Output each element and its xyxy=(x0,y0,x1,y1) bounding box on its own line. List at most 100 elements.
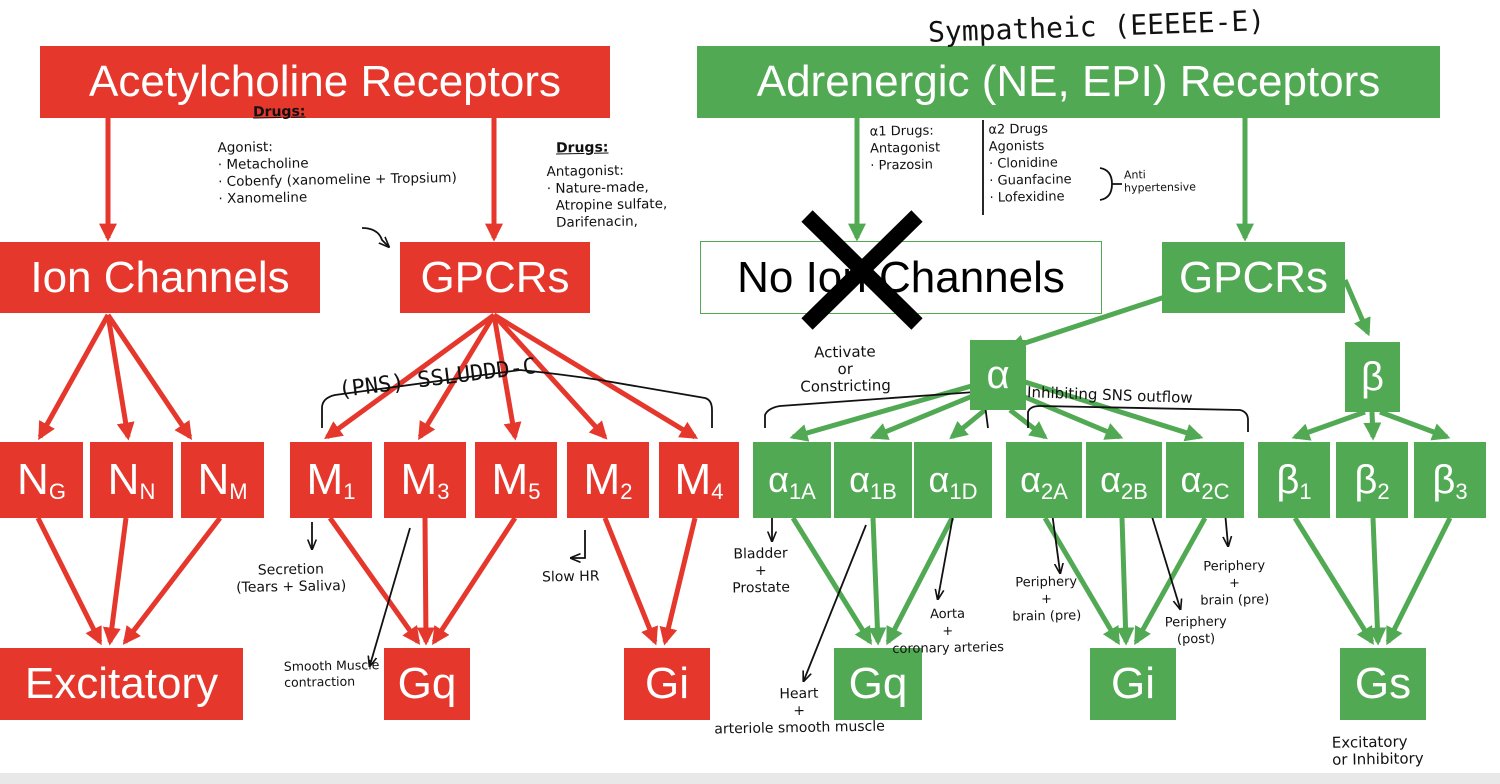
arrow-m1-to-gq xyxy=(327,516,421,645)
adr-noion-box: No Ion Channels xyxy=(700,241,1102,314)
slow-hr-note: Slow HR xyxy=(541,568,600,586)
secretion-note: Secretion (Tears + Saliva) xyxy=(236,561,347,596)
b3-main: β xyxy=(1432,457,1456,502)
arrow-a2a-to-gi xyxy=(1042,516,1121,646)
adr-gq-label: Gq xyxy=(848,659,908,708)
nm-sub: M xyxy=(229,479,248,504)
beta-box: β xyxy=(1345,342,1400,412)
a2b-main: α xyxy=(1100,459,1121,500)
ach-ion-box: Ion Channels xyxy=(0,242,320,313)
adr-arrows xyxy=(789,118,1453,646)
aorta-note: Aorta + coronary arteries xyxy=(892,606,1005,657)
ach-title-box: Acetylcholine Receptors xyxy=(40,46,610,118)
arrow-ion-to-nn xyxy=(105,314,135,441)
arrow-beta-to-b3 xyxy=(1379,409,1451,441)
nm-main: N xyxy=(197,455,230,504)
adr-title-box: Adrenergic (NE, EPI) Receptors xyxy=(697,46,1440,118)
m3-sub: 3 xyxy=(437,479,450,504)
m4-sub: 4 xyxy=(711,479,724,504)
bottom-scroll-strip xyxy=(0,773,1500,784)
a1d-sub: 1D xyxy=(949,479,978,504)
arrow-beta-to-b1 xyxy=(1291,409,1366,441)
arrow-a1b-to-gq xyxy=(868,517,887,646)
a2c-main: α xyxy=(1180,459,1202,500)
adr-gi-box: Gi xyxy=(1090,648,1176,720)
alpha-label: α xyxy=(986,352,1010,397)
ach-gi-box: Gi xyxy=(624,648,710,720)
heart-note: Heart + arteriole smooth muscle xyxy=(714,685,885,738)
alpha-box: α xyxy=(970,340,1026,410)
agonist-pointer xyxy=(361,227,388,246)
arrow-gpcr-to-m5 xyxy=(491,314,522,441)
adr-gpcr-box: GPCRs xyxy=(1162,242,1345,313)
arrow-m2-to-gi xyxy=(602,517,658,646)
antihypertensive-note: Anti hypertensive xyxy=(1123,168,1197,195)
antagonist-note: Antagonist: · Nature-made, Atropine sulf… xyxy=(546,162,668,232)
drugs-heading-2: Drugs: xyxy=(555,139,609,157)
adr-gi-label: Gi xyxy=(1111,659,1155,708)
arrow-ion-to-nm xyxy=(105,313,193,440)
adr-title: Adrenergic (NE, EPI) Receptors xyxy=(756,57,1381,106)
arrow-a1a-to-gq xyxy=(790,516,873,646)
periphery-post-note: Periphery (post) xyxy=(1164,614,1227,648)
arrow-ion-to-ng xyxy=(37,313,111,441)
m3-main: M xyxy=(400,455,438,504)
activate-note: Activate or Constricting xyxy=(800,342,891,396)
b1-sub: 1 xyxy=(1299,479,1312,504)
a1b-sub: 1B xyxy=(869,479,897,504)
adr-gs-label: Gs xyxy=(1354,659,1412,708)
arrow-gpcr-to-m4 xyxy=(492,312,699,440)
arrow-alpha-to-a2c xyxy=(1024,379,1204,442)
excitatory-label: Excitatory xyxy=(24,659,219,708)
hand-annotations xyxy=(312,120,1249,680)
a2b-pointer xyxy=(1149,509,1180,608)
a1a-main: α xyxy=(768,459,789,500)
m2-main: M xyxy=(583,455,621,504)
a2a-main: α xyxy=(1020,459,1041,500)
cross-out-icon xyxy=(801,210,923,330)
antihyper-brace xyxy=(1099,167,1122,201)
agonist-note: Agonist: · Metacholine · Cobenfy (xanome… xyxy=(217,139,457,208)
arrow-nn-to-excit xyxy=(102,517,129,646)
ach-gq-box: Gq xyxy=(384,648,470,720)
arrow-gpcr-to-alpha xyxy=(1006,294,1166,353)
arrow-alpha-to-a1b xyxy=(869,392,976,440)
a1d-main: α xyxy=(928,459,950,500)
b2-main: β xyxy=(1354,457,1378,502)
ng-main: N xyxy=(17,455,49,504)
arrow-a1d-to-gq xyxy=(885,516,955,646)
arrow-alpha-to-a1d xyxy=(949,408,987,440)
arrow-gpcr-to-m1 xyxy=(324,312,496,440)
adr-noion-label: No Ion Channels xyxy=(737,252,1065,302)
b3-sub: 3 xyxy=(1455,479,1468,504)
a2a-sub: 2A xyxy=(1040,479,1068,504)
adr-gq-box: Gq xyxy=(834,648,922,720)
periphery-pre-note: Periphery + brain (pre) xyxy=(1012,574,1082,625)
nn-sub: N xyxy=(139,479,156,504)
arrow-m4-to-gi xyxy=(659,517,698,646)
beta-label: β xyxy=(1360,354,1384,399)
m5-main: M xyxy=(491,455,529,504)
m3-pointer xyxy=(370,527,411,665)
smooth-muscle-note: Smooth Muscle contraction xyxy=(283,657,380,690)
a1-drugs-note: α1 Drugs: Antagonist · Prazosin xyxy=(869,123,941,174)
ng-sub: G xyxy=(48,479,66,504)
ach-arrows xyxy=(35,118,699,646)
ach-ion-label: Ion Channels xyxy=(30,252,290,302)
adr-gpcr-label: GPCRs xyxy=(1178,252,1329,302)
m1-main: M xyxy=(306,455,344,504)
b1-main: β xyxy=(1276,457,1300,502)
